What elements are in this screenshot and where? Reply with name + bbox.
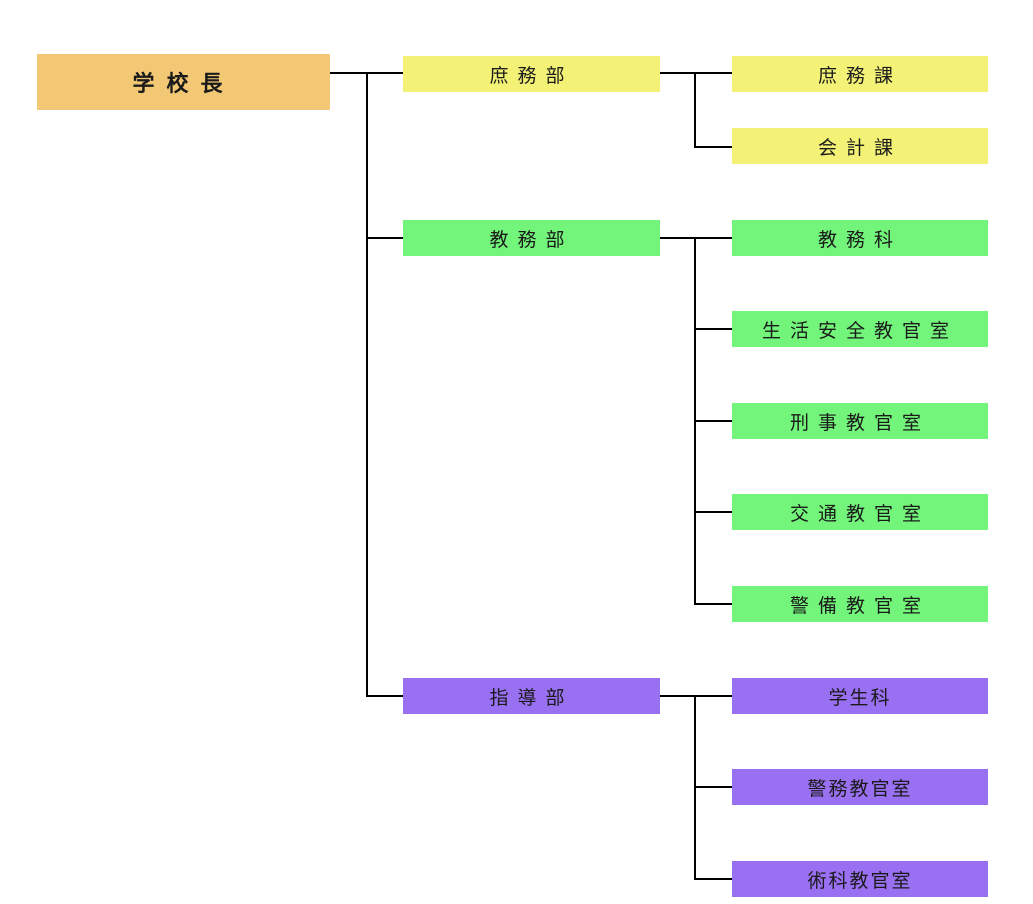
connector-dept-1-sec-4 (694, 603, 732, 605)
section-label: 学生科 (828, 686, 892, 709)
section-box: 学生科 (732, 678, 988, 714)
section-box: 教務科 (732, 220, 988, 256)
section-label: 会計課 (817, 136, 902, 159)
section-box: 会計課 (732, 128, 988, 164)
section-box: 警備教官室 (732, 586, 988, 622)
section-box: 警務教官室 (732, 769, 988, 805)
connector-dept-1-sec-2 (694, 420, 732, 422)
section-label: 交通教官室 (789, 502, 930, 525)
principal-box: 学校長 (37, 54, 330, 110)
connector-trunk-dept-0 (366, 72, 403, 74)
section-label: 庶務課 (817, 64, 902, 87)
connector-dept-2-out (660, 695, 732, 697)
connector-dept-1-sec-3 (694, 511, 732, 513)
section-box: 庶務課 (732, 56, 988, 92)
section-box: 生活安全教官室 (732, 311, 988, 347)
connector-dept-1-sec-1 (694, 328, 732, 330)
connector-dept-0-branch (694, 72, 696, 148)
section-label: 生活安全教官室 (761, 319, 958, 342)
department-label: 指導部 (489, 686, 574, 709)
connector-trunk-dept-2 (366, 695, 403, 697)
connector-dept-1-out (660, 237, 732, 239)
connector-trunk (366, 72, 368, 697)
department-box-general: 庶務部 (403, 56, 660, 92)
principal-label: 学校長 (132, 72, 235, 97)
section-box: 交通教官室 (732, 494, 988, 530)
connector-dept-2-sec-2 (694, 878, 732, 880)
department-box-education: 教務部 (403, 220, 660, 256)
section-label: 刑事教官室 (789, 411, 930, 434)
section-box: 術科教官室 (732, 861, 988, 897)
connector-dept-0-sec-1 (694, 146, 732, 148)
section-label: 警備教官室 (789, 594, 930, 617)
section-label: 教務科 (817, 228, 902, 251)
connector-dept-0-out (660, 72, 732, 74)
section-box: 刑事教官室 (732, 403, 988, 439)
connector-trunk-dept-1 (366, 237, 403, 239)
department-label: 庶務部 (489, 64, 574, 87)
department-box-guidance: 指導部 (403, 678, 660, 714)
section-label: 警務教官室 (807, 777, 913, 800)
connector-root (330, 72, 368, 74)
section-label: 術科教官室 (807, 869, 913, 892)
department-label: 教務部 (489, 228, 574, 251)
connector-dept-2-sec-1 (694, 786, 732, 788)
